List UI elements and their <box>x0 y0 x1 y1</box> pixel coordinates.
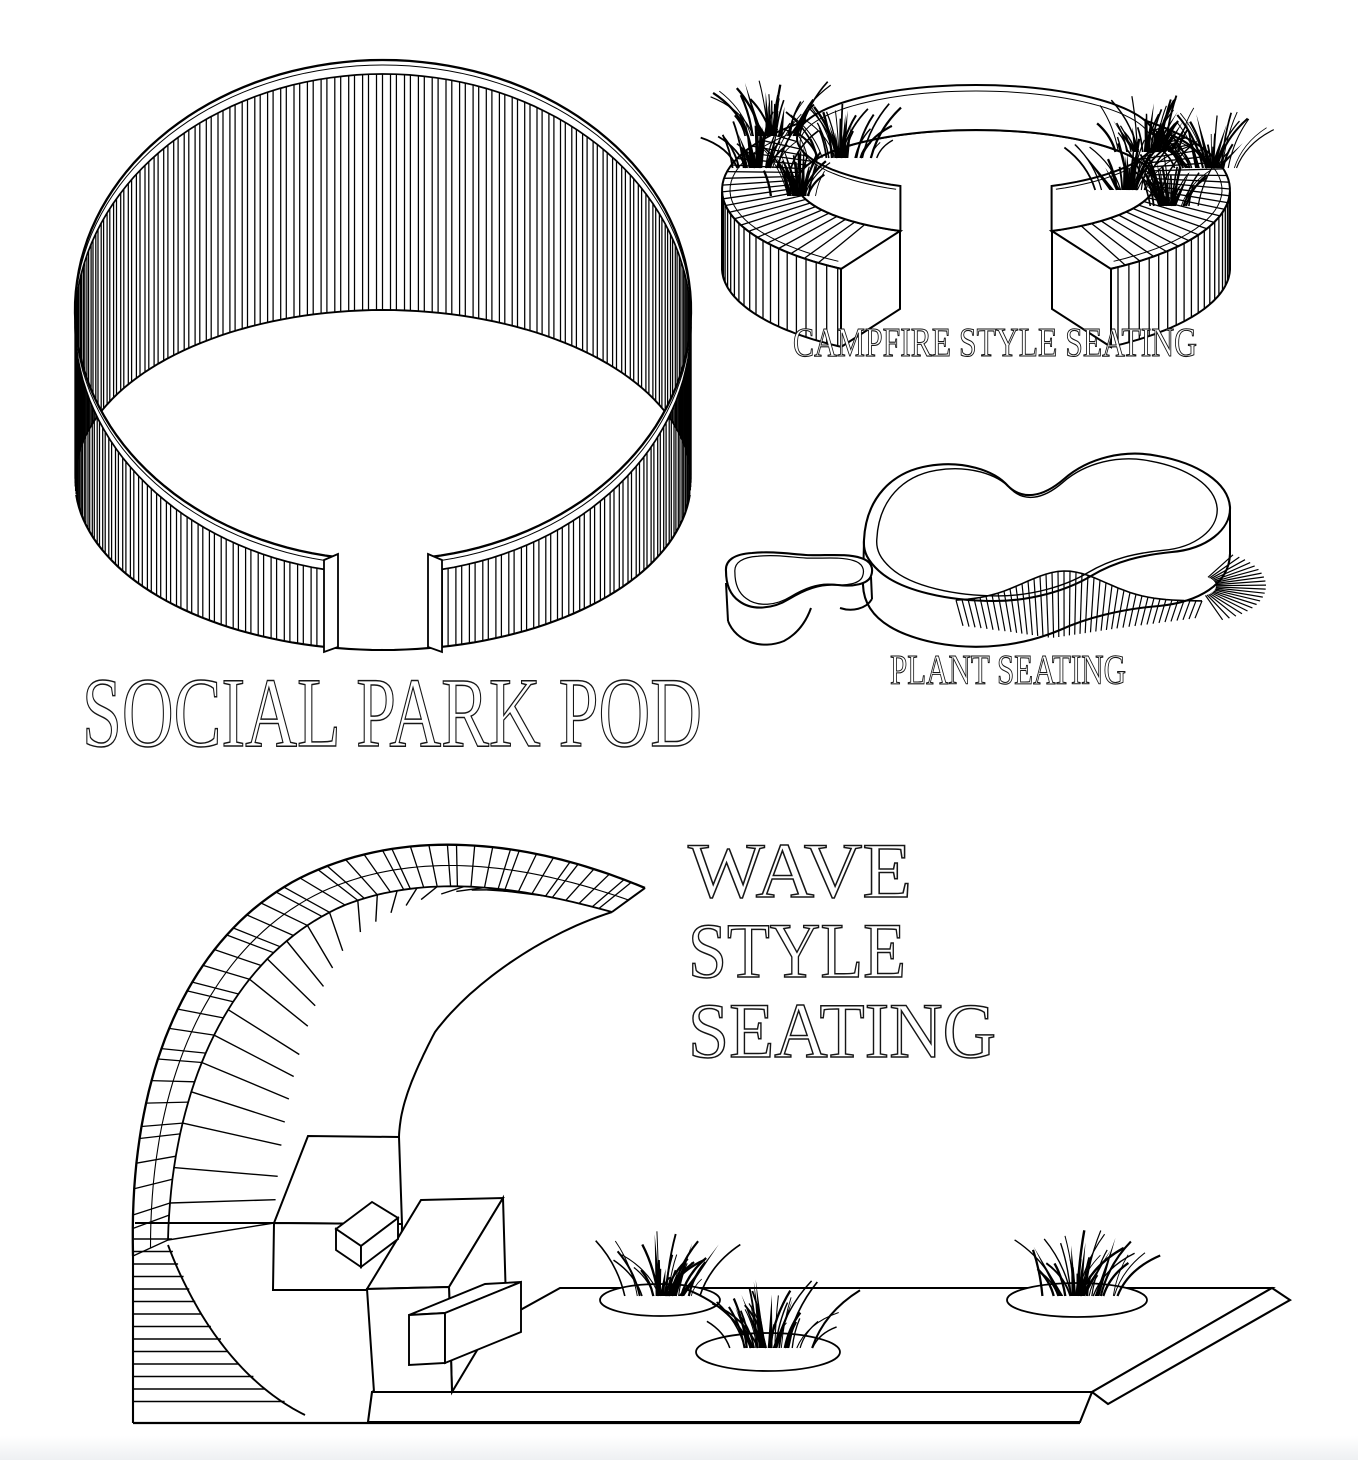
wave-seating-label-line3: SEATING <box>688 987 996 1074</box>
campfire-seating-drawing <box>700 80 1275 349</box>
plant-seating-label: PLANT SEATING <box>890 648 1126 694</box>
campfire-seating-label: CAMPFIRE STYLE SEATING <box>793 319 1197 365</box>
wave-seating-label-line2: STYLE <box>688 907 906 994</box>
plant-seating-drawing <box>724 452 1267 648</box>
wave-seating-label-line1: WAVE <box>688 827 912 914</box>
social-park-pod-drawing <box>73 58 693 654</box>
social-park-pod-label: SOCIAL PARK POD <box>82 657 702 768</box>
wave-seating-drawing <box>131 843 1292 1425</box>
